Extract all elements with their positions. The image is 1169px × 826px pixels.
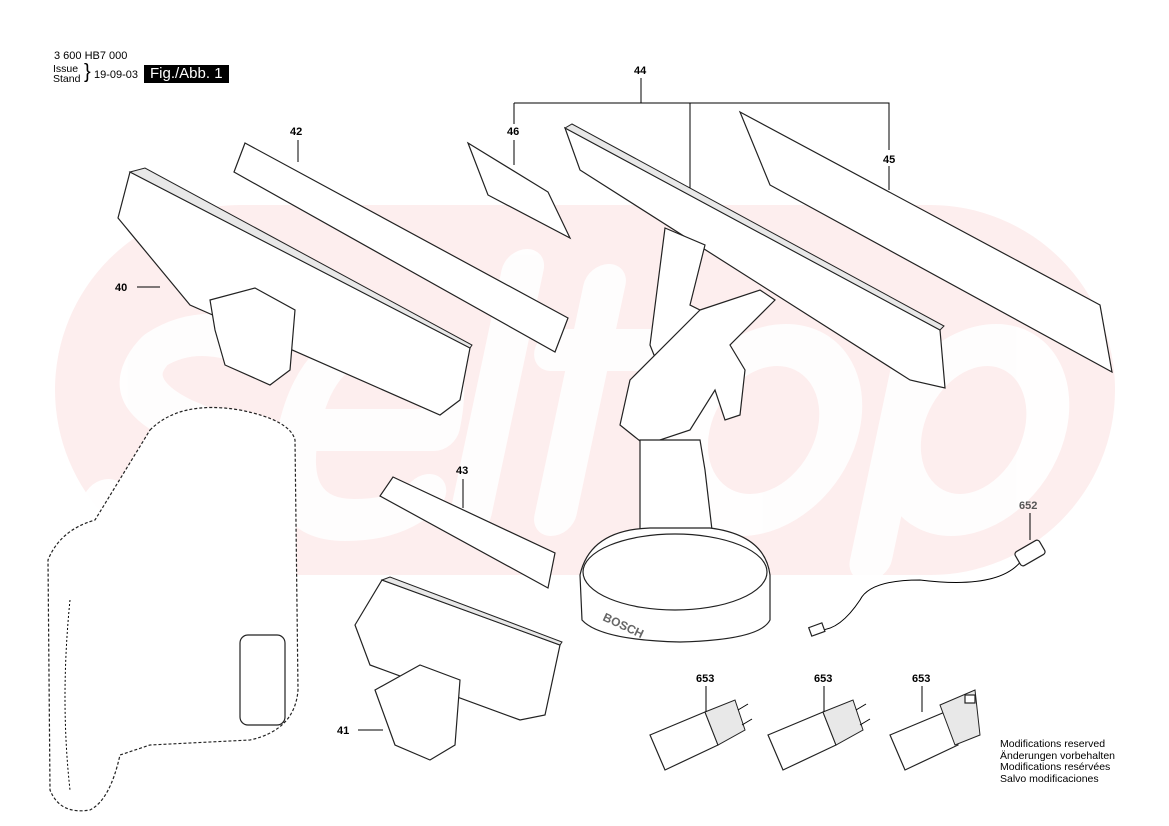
notice-line: Modifications resérvées	[1000, 761, 1111, 773]
notice-line: Modifications reserved	[1000, 738, 1106, 750]
callout-40: 40	[115, 282, 127, 294]
callout-44: 44	[634, 65, 647, 77]
callout-45: 45	[883, 154, 895, 166]
issue-label: Issue	[53, 63, 79, 75]
part-41-nozzle	[354, 576, 563, 761]
modifications-notice: Modifications reserved Änderungen vorbeh…	[1000, 738, 1116, 785]
document-number: 3 600 HB7 000	[54, 50, 128, 62]
callout-653-c: 653	[912, 673, 930, 685]
brace: }	[84, 61, 91, 83]
callout-653-b: 653	[814, 673, 832, 685]
callout-41: 41	[337, 725, 349, 737]
callout-652: 652	[1019, 500, 1037, 512]
issue-date: 19-09-03	[94, 69, 139, 81]
callout-46: 46	[507, 126, 519, 138]
charging-station: BOSCH	[579, 439, 771, 643]
part-653-charger-uk	[889, 689, 981, 771]
part-44-squeegee-assembly	[563, 123, 946, 446]
notice-line: Änderungen vorbehalten	[1000, 749, 1116, 762]
part-652-usb-cable	[807, 539, 1046, 637]
part-40-nozzle	[117, 167, 473, 416]
issue-stand-label: Issue Stand	[53, 63, 81, 85]
leader-lines	[137, 78, 1031, 731]
stand-label: Stand	[53, 73, 81, 85]
part-653-charger-eu-1	[649, 699, 753, 771]
notice-line: Salvo modificaciones	[1000, 772, 1099, 785]
callout-43: 43	[456, 465, 468, 477]
main-unit-housing	[47, 406, 299, 812]
part-653-charger-eu-2	[767, 699, 871, 771]
figure-label: Fig./Abb. 1	[144, 65, 229, 83]
part-46-pad	[466, 141, 572, 240]
part-43-wiper-blade	[379, 476, 556, 589]
part-45-wiper-blade	[738, 110, 1113, 374]
callout-42: 42	[290, 126, 302, 138]
part-42-wiper-blade	[233, 142, 569, 353]
callout-653-a: 653	[696, 673, 714, 685]
